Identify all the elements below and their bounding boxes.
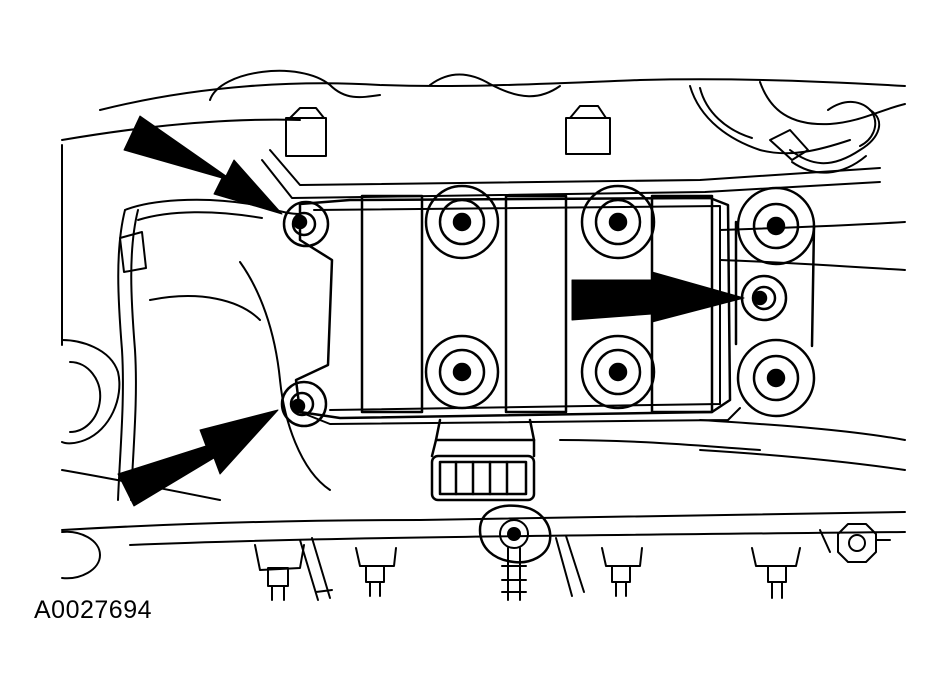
engine-background-lines — [61, 69, 906, 580]
mounting-bolts — [280, 200, 788, 428]
electrical-connector — [430, 418, 536, 502]
coil-towers — [424, 184, 816, 418]
figure-code: A0027694 — [34, 596, 153, 624]
arrow-right — [571, 271, 745, 323]
arrow-upper-left — [123, 115, 283, 215]
lower-left-coil-bolt — [280, 380, 328, 428]
callout-arrows — [117, 115, 745, 507]
lower-studs — [254, 504, 891, 601]
upper-left-coil-bolt — [282, 200, 330, 248]
upper-rail-bracket — [261, 105, 881, 199]
coil-pack-housing — [294, 194, 741, 425]
arrow-lower-left — [117, 409, 279, 507]
wiring-harness — [769, 109, 881, 174]
right-coil-bolt — [740, 274, 788, 322]
